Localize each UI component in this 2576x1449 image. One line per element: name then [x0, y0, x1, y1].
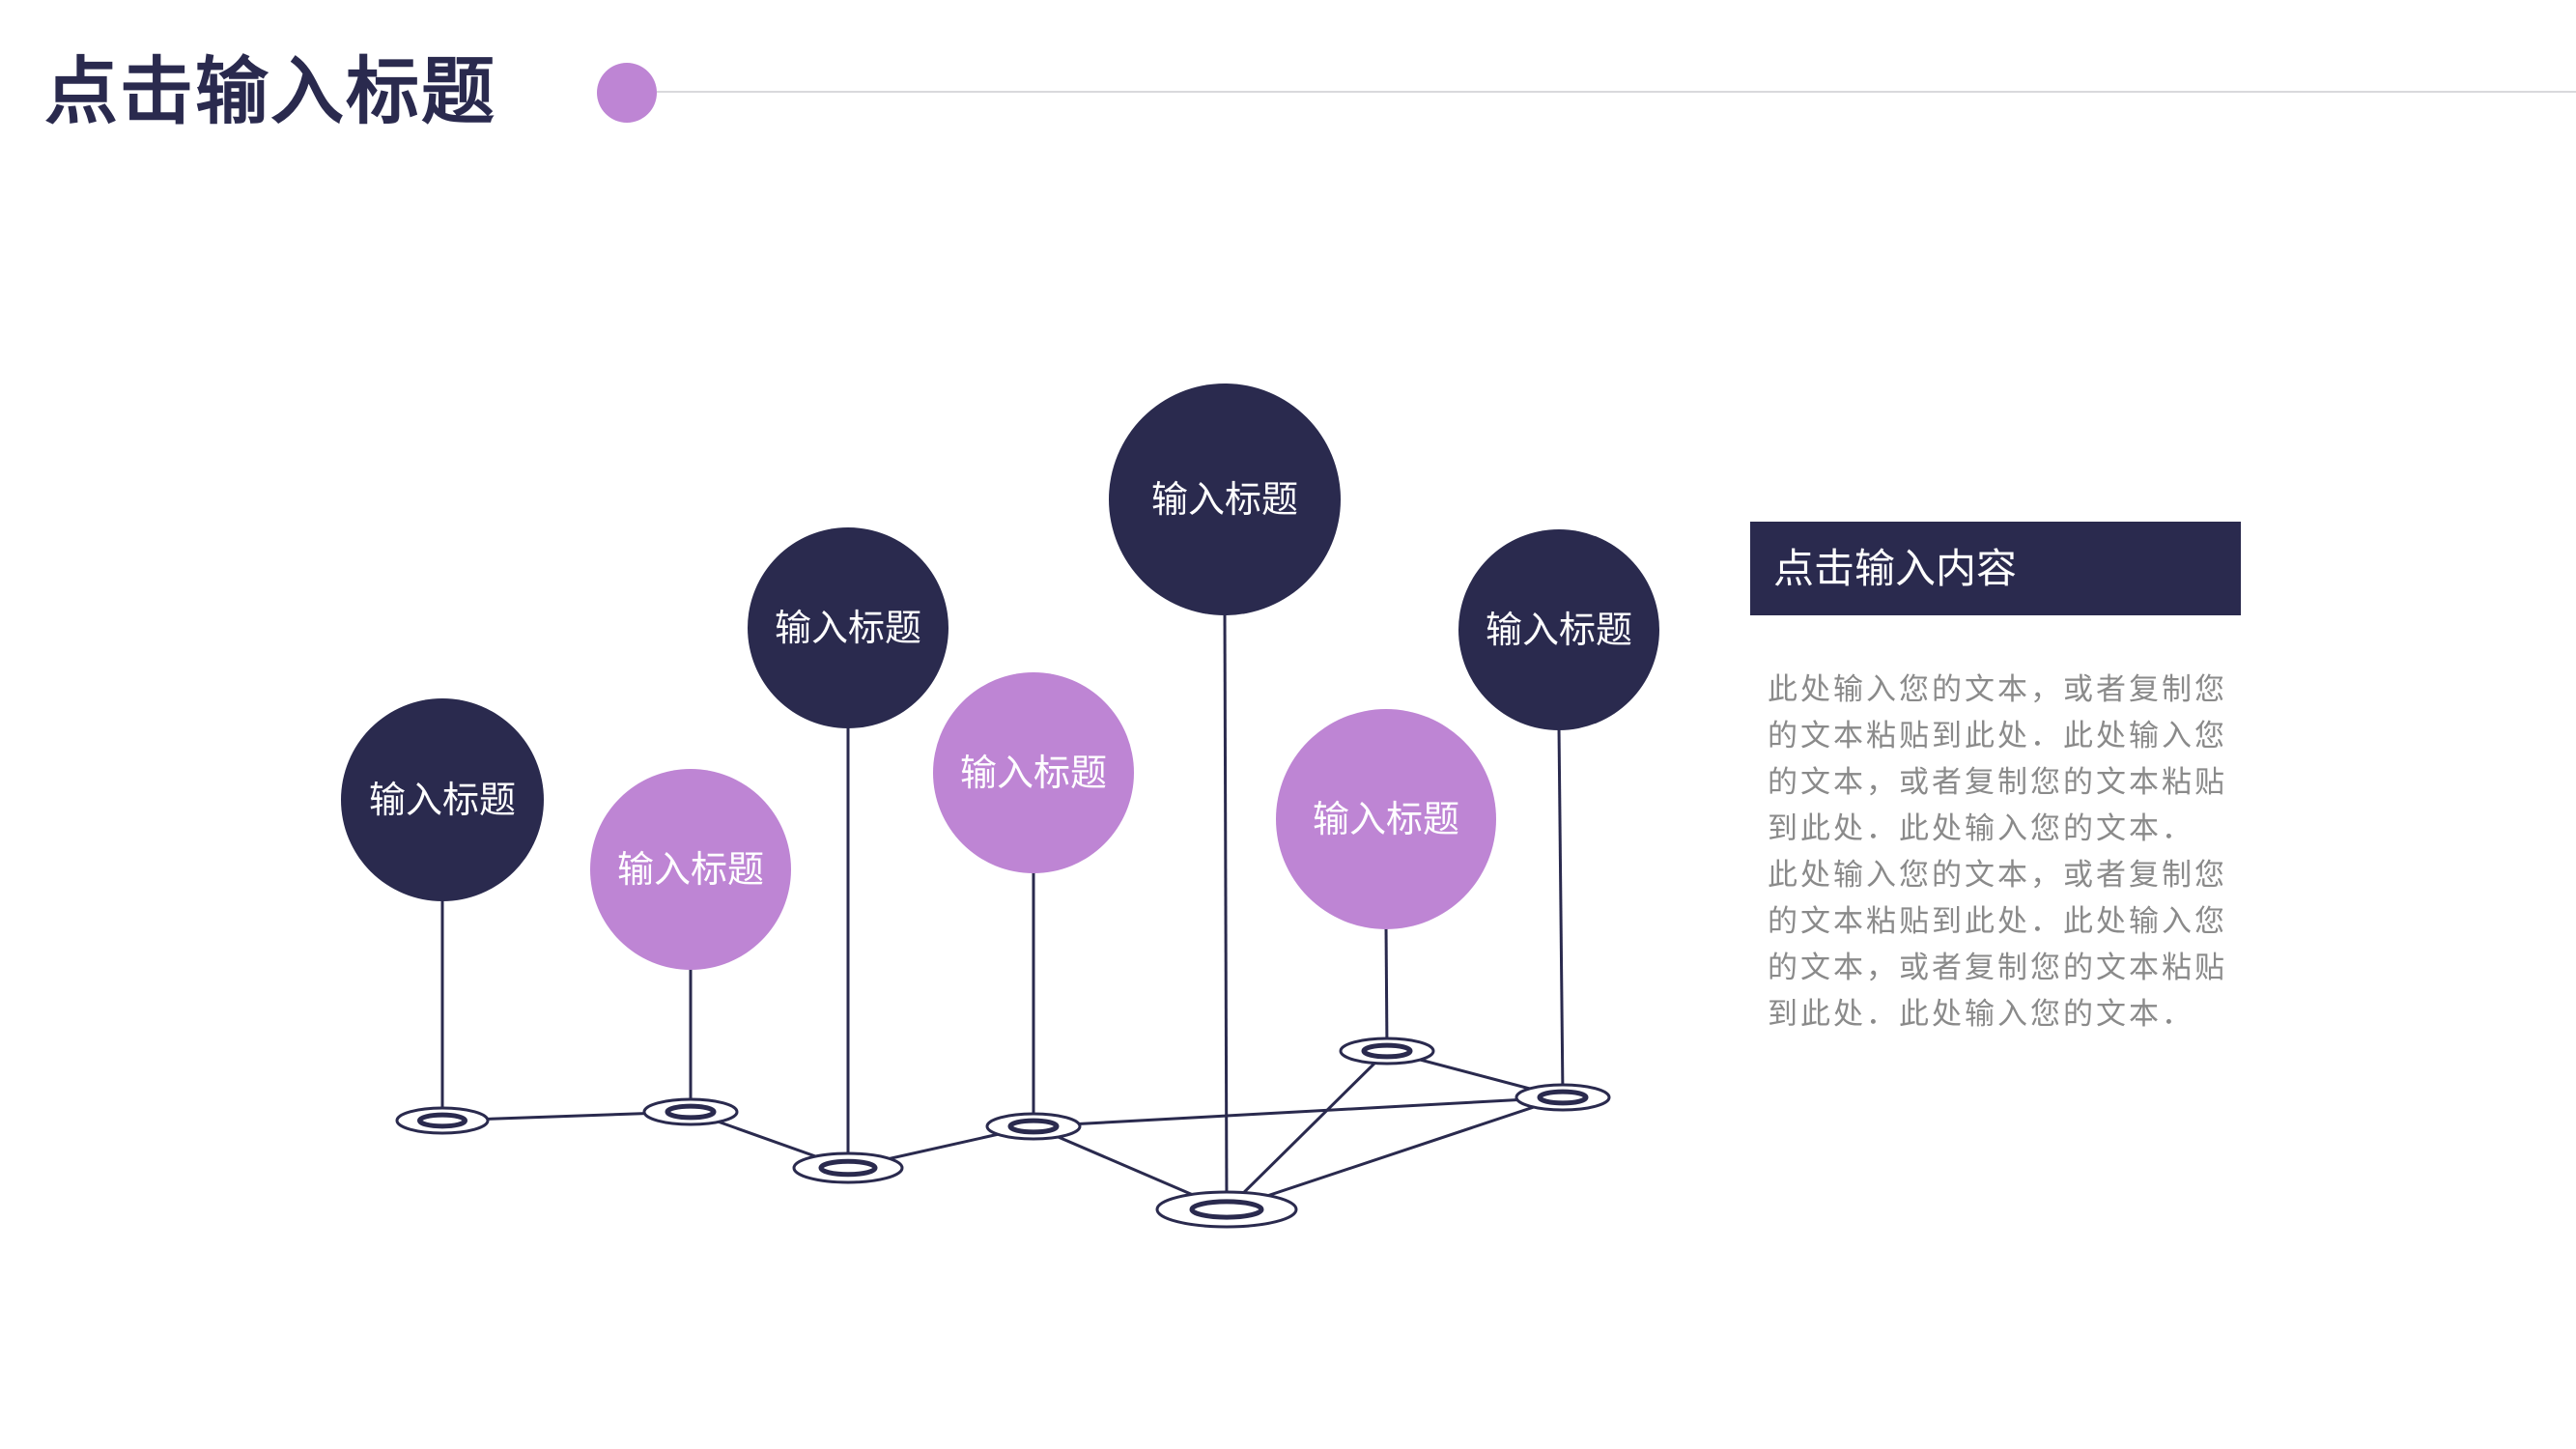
content-title[interactable]: 点击输入内容 — [1773, 545, 2018, 592]
diagram-bases — [395, 1037, 1611, 1229]
node-5-stem — [1223, 611, 1229, 1210]
content-body: 此处输入您的文本，或者复制您的文本粘贴到此处．此处输入您的文本，或者复制您的文本… — [1768, 667, 2231, 1037]
node-6-bubble[interactable] — [1276, 709, 1496, 929]
node-2-label[interactable]: 输入标题 — [617, 848, 764, 891]
page-title[interactable]: 点击输入标题 — [44, 48, 496, 134]
node-2-bubble[interactable] — [590, 769, 791, 970]
node-7-bubble[interactable] — [1458, 529, 1659, 730]
node-6-base-inner — [1361, 1042, 1413, 1060]
node-5-base-inner — [1189, 1199, 1264, 1220]
diagram-stems — [440, 611, 1565, 1210]
node-1-base-inner — [417, 1112, 467, 1129]
node-7-stem — [1557, 725, 1565, 1098]
node-4-label[interactable]: 输入标题 — [960, 752, 1107, 794]
node-1-bubble[interactable] — [341, 698, 544, 901]
content-paragraph-1[interactable]: 此处输入您的文本，或者复制您的文本粘贴到此处．此处输入您的文本，或者复制您的文本… — [1768, 672, 2227, 846]
node-7-label[interactable]: 输入标题 — [1486, 609, 1632, 651]
content-title-box: 点击输入内容 — [1750, 522, 2241, 615]
node-3-label[interactable]: 输入标题 — [775, 607, 921, 649]
node-2-base-inner — [665, 1103, 717, 1121]
node-6-stem — [1384, 924, 1389, 1052]
node-3-base-inner — [818, 1158, 878, 1178]
link-4-6 — [1226, 1095, 1564, 1211]
node-3-bubble[interactable] — [748, 527, 948, 728]
link-3-6 — [1033, 1095, 1564, 1128]
node-1-label[interactable]: 输入标题 — [369, 779, 516, 821]
node-5-bubble[interactable] — [1109, 384, 1341, 615]
link-4-5 — [1225, 1049, 1389, 1211]
node-7-base-inner — [1537, 1089, 1589, 1106]
node-5-label[interactable]: 输入标题 — [1151, 478, 1298, 521]
node-6-label[interactable]: 输入标题 — [1313, 798, 1459, 840]
header-dot — [597, 63, 657, 123]
header-divider — [657, 91, 2576, 93]
node-4-base-inner — [1007, 1118, 1060, 1135]
node-4-bubble[interactable] — [933, 672, 1134, 873]
content-paragraph-2[interactable]: 此处输入您的文本，或者复制您的文本粘贴到此处．此处输入您的文本，或者复制您的文本… — [1768, 858, 2227, 1032]
